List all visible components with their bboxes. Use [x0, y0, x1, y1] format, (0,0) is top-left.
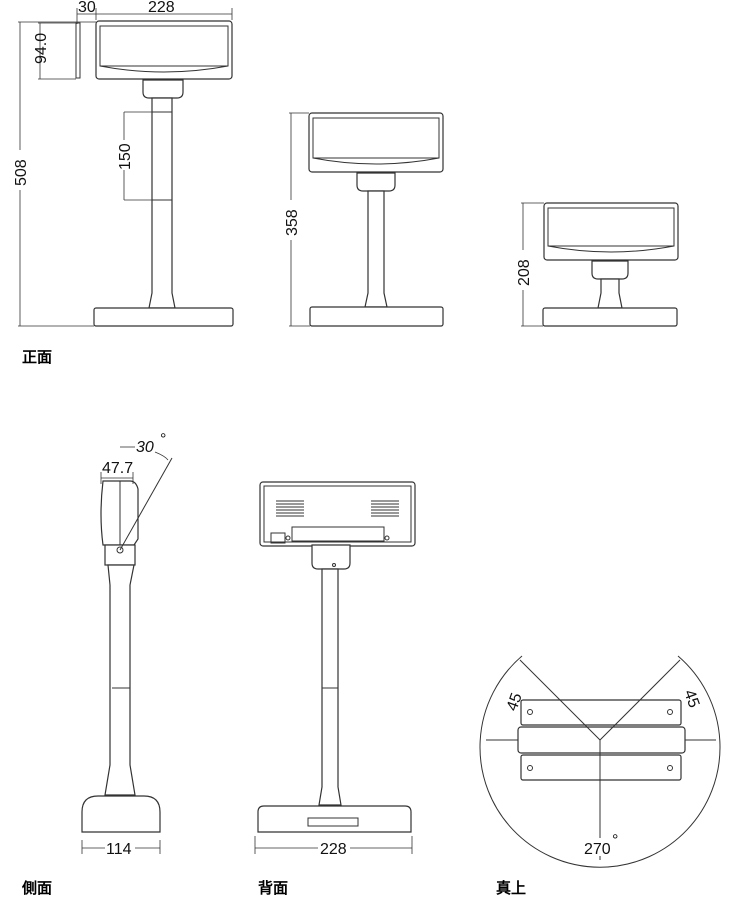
display-screen [99, 25, 229, 67]
caption-top: 真上 [496, 879, 526, 897]
dim-base-width: 228 [320, 841, 347, 858]
dim-right-angle: 45 [680, 688, 702, 711]
dim-tilt-unit: ° [160, 431, 166, 448]
dim-depth: 30 [78, 0, 96, 16]
dim-base-depth: 114 [106, 841, 132, 858]
vent-right [371, 500, 399, 517]
rotation-arc [479, 655, 721, 868]
top-view: 45 45 270 ° [479, 655, 721, 868]
vent-left [276, 500, 304, 517]
caption-front: 正面 [22, 348, 52, 366]
front-view-mid: 358 [283, 112, 444, 327]
dim-min-height: 208 [516, 259, 533, 286]
dim-display-height: 94.0 [33, 33, 50, 64]
neck [142, 79, 184, 99]
front-view-max: 30 228 94.0 508 150 [12, 0, 234, 327]
pole [148, 97, 176, 309]
dim-mid-height: 358 [284, 209, 301, 236]
side-view: 47.7 30 ° 114 [81, 431, 173, 858]
dim-max-height: 508 [13, 159, 30, 186]
dim-rotation-unit: ° [612, 832, 618, 849]
dim-side-depth: 47.7 [102, 460, 133, 477]
back-view: 228 [254, 481, 416, 858]
dim-width: 228 [148, 0, 175, 16]
dim-rotation: 270 [584, 841, 611, 858]
front-view-min: 208 [515, 202, 679, 327]
dim-tilt: 30 [136, 439, 154, 456]
caption-back: 背面 [258, 879, 288, 897]
dim-left-angle: 45 [504, 691, 526, 714]
power-port [270, 532, 286, 544]
display-head [95, 20, 233, 80]
caption-side: 側面 [21, 879, 52, 897]
dim-extension: 150 [117, 143, 134, 170]
base [93, 307, 234, 327]
